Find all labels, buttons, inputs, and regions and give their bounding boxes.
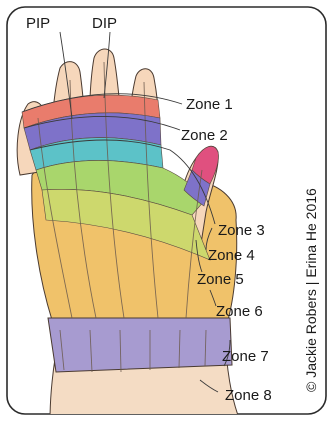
zone-8-label: Zone 8 (225, 387, 272, 404)
zone-1-label: Zone 1 (186, 96, 233, 113)
zone-6-label: Zone 6 (216, 303, 263, 320)
zone-3-label: Zone 3 (218, 222, 265, 239)
zone-5-label: Zone 5 (197, 271, 244, 288)
dip-label: DIP (92, 15, 117, 32)
zone-7-label: Zone 7 (222, 348, 269, 365)
zone-4-label: Zone 4 (208, 247, 255, 264)
zone-7-band (48, 318, 232, 372)
copyright-credit: © Jackie Robers | Erina He 2016 (303, 188, 319, 392)
pip-label: PIP (26, 15, 50, 32)
zone-2-label: Zone 2 (181, 127, 228, 144)
